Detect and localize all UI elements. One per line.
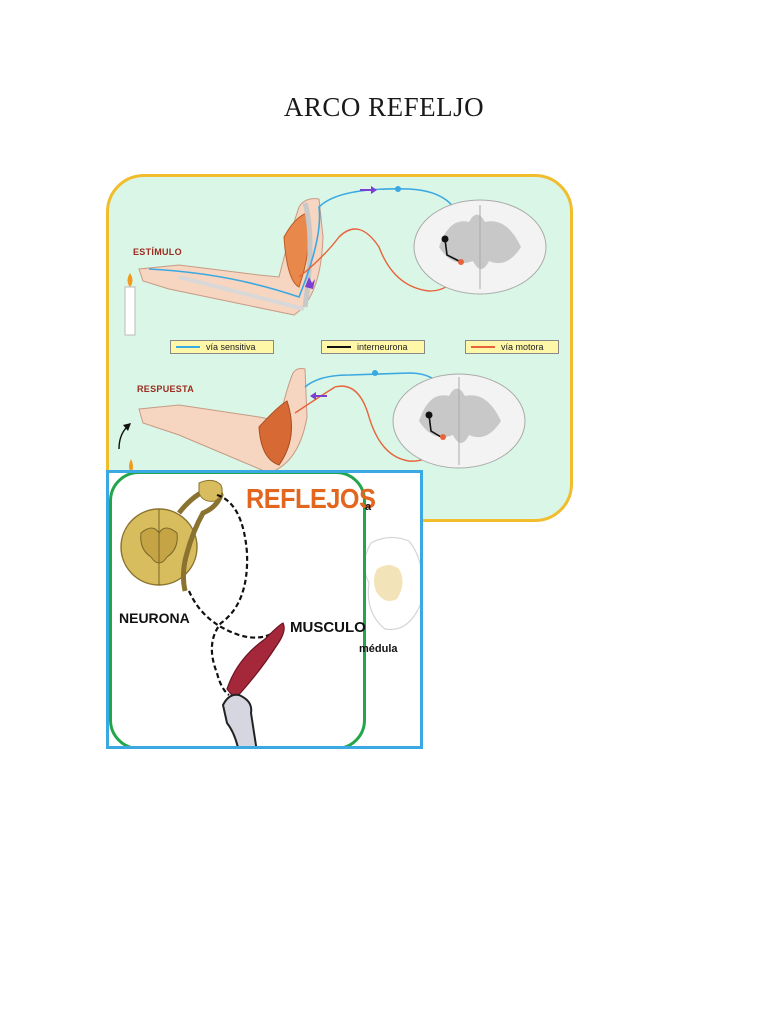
flame-icon-bottom [129,459,133,473]
medulla-core [374,565,403,601]
stimulus-label: ESTÍMULO [133,247,182,257]
muscle-icon [226,622,285,700]
motor-nerve-dashed [187,590,274,639]
legend-sensory: vía sensitiva [170,340,274,354]
sensory-nerve-dashed [210,493,249,696]
legend-label: interneurona [357,342,408,352]
legend-label: vía motora [501,342,544,352]
reflex-arc-panel: ESTÍMULO RESPUESTA vía sensitiva interne… [106,174,573,522]
green-frame [109,473,366,746]
legend-interneuron: interneurona [321,340,425,354]
bone-joint [221,693,258,746]
arrow-up-icon [305,277,315,289]
legend-swatch [471,346,495,348]
reflex-arc-illustration [118,186,547,474]
arrow-left-icon [310,392,327,400]
reflejos-title-tail: a [365,501,372,513]
page-title: ARCO REFELJO [283,92,485,122]
movement-arrow-icon [118,426,128,450]
muscle-label: MUSCULO [290,619,366,636]
legend-swatch [327,346,351,348]
forearm-bone [178,275,305,311]
ganglion [198,479,223,502]
flame-icon [127,273,133,287]
sensory-ganglion [395,186,401,192]
neuron-label: NEURONA [119,610,190,626]
legend-motor: vía motora [465,340,559,354]
reflexes-illustration [120,479,420,746]
medulla-label: médula [359,643,398,655]
legend-swatch [176,346,200,348]
humerus-bone [302,202,313,308]
response-label: RESPUESTA [137,384,195,394]
candle-icon [124,286,136,336]
motor-pathway-line [298,228,462,292]
legend-label: vía sensitiva [206,342,256,352]
motor-neuron-node [458,259,464,265]
reflejos-title: REFLEJOS [246,483,376,514]
biceps-contracted [258,400,292,466]
interneuron-line [444,238,460,262]
reflexes-panel: REFLEJOS a NEURONA MUSCULO médula [106,470,423,749]
arrow-right-icon [360,186,377,194]
